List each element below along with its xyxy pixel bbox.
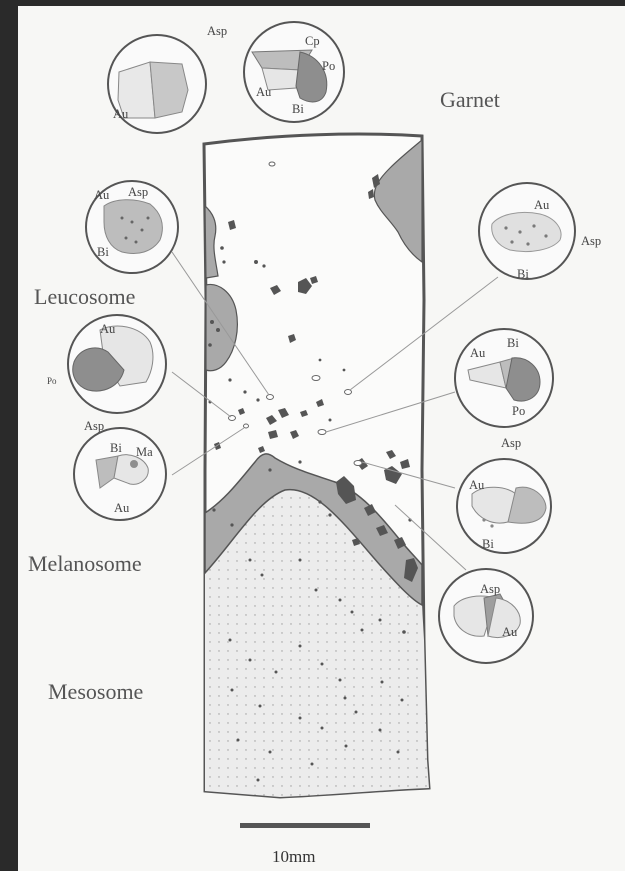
inset-7: Au Bi Po — [455, 329, 553, 427]
inset-3-label-bi: Bi — [97, 245, 109, 259]
inset-5-label-ma: Ma — [136, 445, 153, 459]
inset-4-label-asp: Asp — [84, 419, 104, 433]
inset-9-label-asp: Asp — [480, 582, 500, 596]
inset-3: Au Asp Bi — [86, 181, 178, 273]
inset-2-label-cp: Cp — [305, 34, 320, 48]
inset-8-label-au: Au — [469, 478, 485, 492]
zone-label-melanosome: Melanosome — [28, 551, 142, 576]
inset-3-label-asp: Asp — [128, 185, 148, 199]
inset-6-label-asp: Asp — [581, 234, 601, 248]
ma-grain — [130, 460, 138, 468]
scale-bar-label: 10mm — [272, 847, 315, 866]
scale-bar-line — [240, 823, 370, 828]
inset-2-label-bi: Bi — [292, 102, 304, 116]
inset-1-label-asp: Asp — [207, 24, 227, 38]
inset-6-label-au: Au — [534, 198, 550, 212]
inset-5-label-bi: Bi — [110, 441, 122, 455]
inset-2-label-po: Po — [322, 59, 335, 73]
inset-4-label-po: Po — [47, 376, 57, 386]
asp-au-aggregate — [492, 212, 561, 251]
inset-2: Cp Po Au Bi — [244, 22, 344, 122]
zone-label-leucosome: Leucosome — [34, 284, 135, 309]
zone-label-mesosome: Mesosome — [48, 679, 143, 704]
inset-7-label-po: Po — [512, 404, 525, 418]
inset-9-label-au: Au — [502, 625, 518, 639]
specimen-slab — [204, 134, 429, 797]
inset-1-label-au: Au — [113, 107, 129, 121]
inset-4-label-au: Au — [100, 322, 116, 336]
inset-7-label-au: Au — [470, 346, 486, 360]
inset-6-label-bi: Bi — [517, 267, 529, 281]
inset-3-label-au: Au — [94, 188, 110, 202]
inset-5: Bi Ma Au — [74, 428, 166, 520]
inset-7-label-bi: Bi — [507, 336, 519, 350]
asp-au-aggregate — [104, 200, 162, 254]
inset-2-label-au: Au — [256, 85, 272, 99]
zone-label-garnet: Garnet — [440, 87, 500, 112]
inset-8-label-bi: Bi — [482, 537, 494, 551]
inset-9: Asp Au — [439, 569, 533, 663]
inset-5-label-au: Au — [114, 501, 130, 515]
inset-8-label-asp: Asp — [501, 436, 521, 450]
asp-grain — [150, 62, 188, 118]
